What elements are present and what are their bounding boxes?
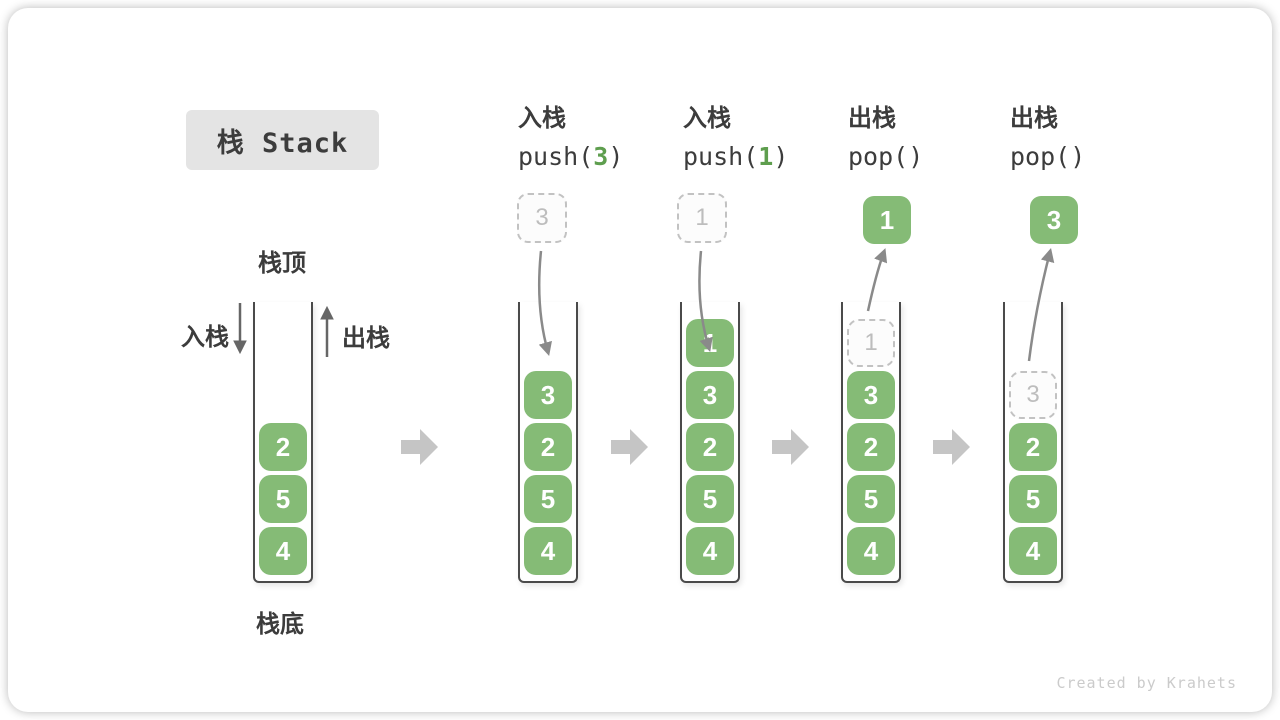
op-header-pop-1: 出栈 pop() [848,104,1048,172]
stack-initial: 2 5 4 [253,302,313,583]
stack-cell: 5 [524,475,572,523]
stack-cell: 4 [1009,527,1057,575]
stack-cell: 5 [686,475,734,523]
title-box: 栈 Stack [186,110,379,170]
stack-cell-ghost: 3 [1009,371,1057,419]
op-code: push(1) [683,142,883,172]
stack-bottom-label: 栈底 [256,611,304,638]
stack-after-push-1: 1 3 2 5 4 [680,302,740,583]
op-header-push-3: 入栈 push(3) [518,104,718,172]
stack-cell: 4 [686,527,734,575]
stack-cell: 1 [686,319,734,367]
op-header-pop-2: 出栈 pop() [1010,104,1210,172]
page-title: 栈 Stack [216,127,349,159]
stack-cell: 2 [259,423,307,471]
popped-element-1: 1 [863,196,911,244]
stack-cell: 5 [259,475,307,523]
code-pre: pop( [1010,142,1071,171]
pushed-element-ghost-3: 3 [517,193,567,243]
stack-cell: 4 [524,527,572,575]
stack-cell: 2 [524,423,572,471]
op-code: push(3) [518,142,718,172]
op-name: 入栈 [518,105,566,132]
stack-top-label: 栈顶 [258,250,306,277]
code-arg: 1 [758,142,774,171]
stack-cell: 5 [1009,475,1057,523]
op-name: 出栈 [848,105,896,132]
code-pre: pop( [848,142,909,171]
stack-cell-ghost: 1 [847,319,895,367]
watermark: Created by Krahets [1056,674,1237,692]
pop-label: 出栈 [342,325,390,352]
stack-cell: 3 [686,371,734,419]
code-arg: 3 [593,142,609,171]
stack-cell: 2 [847,423,895,471]
code-post: ) [773,142,789,171]
op-name: 出栈 [1010,105,1058,132]
op-name: 入栈 [683,105,731,132]
stack-after-pop-2: 3 2 5 4 [1003,302,1063,583]
stack-cell: 4 [259,527,307,575]
stack-cell: 2 [1009,423,1057,471]
code-pre: push( [683,142,759,171]
stack-after-push-3: 3 2 5 4 [518,302,578,583]
op-code: pop() [848,142,1048,172]
pushed-element-ghost-1: 1 [677,193,727,243]
code-pre: push( [518,142,594,171]
popped-element-3: 3 [1030,196,1078,244]
op-header-push-1: 入栈 push(1) [683,104,883,172]
stack-cell: 5 [847,475,895,523]
op-code: pop() [1010,142,1210,172]
stack-cell: 3 [847,371,895,419]
stack-cell: 4 [847,527,895,575]
stack-cell: 2 [686,423,734,471]
push-label: 入栈 [181,324,229,351]
code-post: ) [1070,142,1086,171]
code-post: ) [908,142,924,171]
stack-cell: 3 [524,371,572,419]
code-post: ) [608,142,624,171]
stack-after-pop-1: 1 3 2 5 4 [841,302,901,583]
